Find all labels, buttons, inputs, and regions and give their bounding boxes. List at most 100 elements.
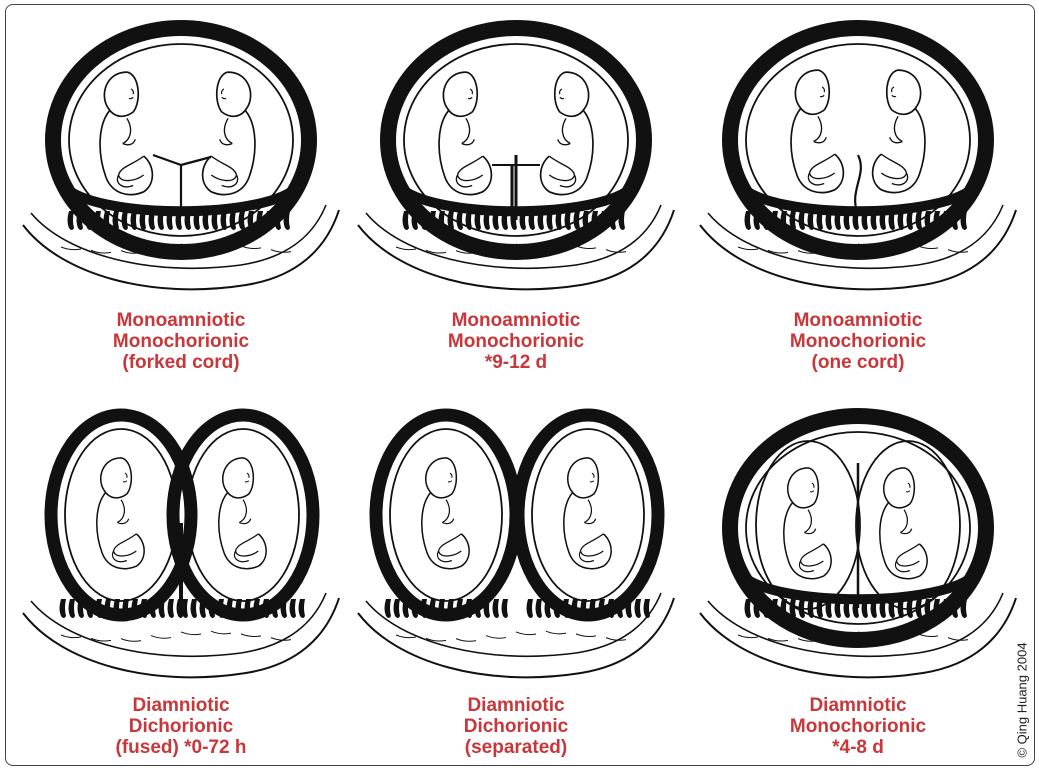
- illustration-di-di-separated: [356, 403, 676, 683]
- myometrium-stroke: [151, 636, 171, 639]
- fetus-outline: [791, 108, 843, 193]
- chorionic-villus: [203, 211, 210, 230]
- fetus-outline: [549, 156, 575, 187]
- chorionic-villus: [212, 211, 219, 230]
- fetus: [880, 468, 927, 579]
- fetus-outline: [784, 502, 831, 579]
- chorionic-villus: [565, 211, 572, 230]
- chorionic-villus: [484, 211, 491, 230]
- copyright-text: © Qing Huang 2004: [1015, 642, 1030, 757]
- chorionic-villus: [844, 599, 851, 618]
- chorionic-villus: [475, 211, 482, 230]
- chorionic-villus: [835, 211, 842, 230]
- fetus-outline: [245, 473, 249, 482]
- fetus-outline: [808, 154, 834, 185]
- fetus: [439, 72, 491, 194]
- caption-line-2: Dichorionic: [356, 716, 676, 737]
- chorionic-villus: [916, 211, 923, 230]
- chorionic-villus: [545, 599, 552, 618]
- caption-line-1: Monoamniotic: [21, 310, 341, 331]
- chorionic-villus: [520, 211, 527, 230]
- myometrium-stroke: [241, 634, 261, 637]
- amnion-left: [756, 441, 860, 609]
- fetus: [784, 468, 831, 579]
- chorionic-villus: [200, 599, 207, 618]
- caption-line-2: Monochorionic: [21, 331, 341, 352]
- fetus-outline: [541, 110, 593, 195]
- chorionic-villus: [961, 599, 968, 618]
- caption-line-2: Monochorionic: [698, 716, 1018, 737]
- chorionic-villus: [880, 599, 887, 618]
- chorionic-villus: [529, 211, 536, 230]
- chorionic-villus: [191, 599, 198, 618]
- chorionic-villus: [817, 211, 824, 230]
- chorionic-villus: [185, 211, 192, 230]
- fetus-outline: [900, 510, 911, 534]
- fetus: [422, 458, 469, 569]
- fetus-outline: [235, 534, 259, 562]
- fetus-outline: [584, 500, 595, 524]
- fetus-outline: [438, 534, 462, 562]
- placenta-plate: [740, 185, 976, 211]
- caption-line-2: Monochorionic: [356, 331, 676, 352]
- chorionic-villus: [889, 599, 896, 618]
- fetus-outline: [814, 116, 827, 142]
- chorionic-villus: [239, 211, 246, 230]
- chorionic-villus: [168, 599, 175, 618]
- chorionic-villus: [403, 211, 410, 230]
- fetus-outline: [890, 116, 903, 142]
- fetus-outline: [113, 534, 137, 562]
- caption-line-2: Dichorionic: [21, 716, 341, 737]
- amnion-right: [856, 441, 960, 609]
- chorionic-villus: [466, 211, 473, 230]
- fetus-outline: [100, 110, 152, 195]
- fetus-outline: [558, 118, 571, 144]
- chorionic-villus: [898, 211, 905, 230]
- fetus: [564, 458, 611, 569]
- chorionic-villus: [69, 599, 76, 618]
- illustration-di-di-fused: [21, 403, 341, 683]
- myometrium-stroke: [211, 631, 231, 634]
- fetus-outline: [820, 87, 824, 97]
- fetus-outline: [564, 492, 611, 569]
- copyright-notice: © Qing Huang 2004: [1012, 625, 1032, 775]
- chorionic-villus: [493, 211, 500, 230]
- panel-diamniotic-monochorionic: Diamniotic Monochorionic *4-8 d: [698, 403, 1018, 765]
- chorionic-villus: [547, 211, 554, 230]
- chorionic-villus: [502, 599, 509, 618]
- amnion-right: [532, 429, 644, 601]
- fetus-outline: [220, 118, 233, 144]
- fetus-outline: [117, 156, 143, 187]
- panel-monoamniotic-monochorionic-one-cord: Monoamniotic Monochorionic (one cord): [698, 15, 1018, 385]
- chorionic-villus: [149, 211, 156, 230]
- chorionic-villus: [78, 599, 85, 618]
- caption-line-1: Monoamniotic: [698, 310, 1018, 331]
- fetus-outline: [906, 483, 910, 492]
- fetus-outline: [880, 502, 927, 579]
- caption-line-3: *4-8 d: [698, 737, 1018, 758]
- chorionic-villus: [484, 599, 491, 618]
- chorionic-villus: [140, 211, 147, 230]
- illustration-mono-forked-cord: [21, 15, 341, 305]
- chorionic-villus: [290, 599, 297, 618]
- fetus-outline: [580, 534, 604, 562]
- panel-caption: Diamniotic Monochorionic *4-8 d: [698, 695, 1018, 758]
- illustration-di-mono: [698, 403, 1018, 683]
- chorionic-villus: [194, 211, 201, 230]
- fetus-outline: [123, 118, 136, 144]
- fetus-outline: [97, 492, 144, 569]
- chorionic-villus: [122, 211, 129, 230]
- myometrium-stroke: [486, 636, 506, 639]
- amnion-left: [390, 429, 502, 601]
- fetus-outline: [810, 483, 814, 492]
- chorion-right: [518, 415, 658, 615]
- fetus-outline: [873, 108, 925, 193]
- chorionic-villus: [844, 211, 851, 230]
- chorionic-villus: [167, 211, 174, 230]
- chorionic-villus: [871, 599, 878, 618]
- chorionic-villus: [574, 211, 581, 230]
- chorionic-villus: [230, 211, 237, 230]
- fetus-outline: [222, 89, 226, 99]
- chorionic-villus: [619, 211, 626, 230]
- fetus: [100, 72, 152, 194]
